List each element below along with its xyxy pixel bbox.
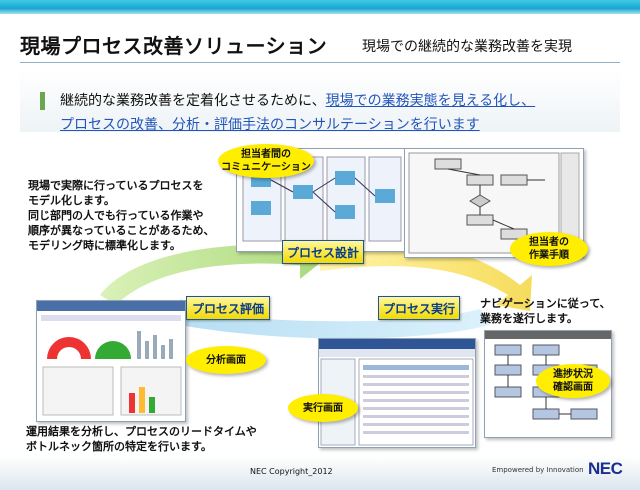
evaluation-description: 運用結果を分析し、プロセスのリードタイムや ボトルネック箇所の特定を行います。 [26, 424, 257, 454]
design-description-line: 現場で実際に行っているプロセスを [28, 179, 204, 192]
copyright-text: NEC Copyright_2012 [250, 467, 333, 476]
page-subtitle: 現場での継続的な業務改善を実現 [362, 39, 572, 55]
title-divider [20, 62, 620, 63]
worker-procedure-callout: 担当者の作業手順 [510, 232, 588, 266]
execution-screenshot [318, 338, 476, 448]
phase-process-execution: プロセス実行 [378, 296, 460, 320]
callout-line: 確認画面 [553, 382, 593, 393]
analysis-screenshot [36, 300, 186, 422]
lead-highlight-2: プロセスの改善、分析・評価手法のコンサルテーションを行います [60, 117, 480, 133]
design-description-line: 同じ部門の人でも行っている作業や [28, 209, 204, 222]
communication-callout: 担当者間のコミュニケーション [218, 144, 314, 178]
callout-line: 進捗状況 [553, 369, 593, 380]
callout-line: 担当者の [529, 237, 569, 248]
design-description: 現場で実際に行っているプロセスを モデル化します。 同じ部門の人でも行っている作… [28, 178, 214, 253]
tagline-text: Empowered by Innovation [492, 466, 584, 474]
lead-line-1: 継続的な業務改善を定着化させるために、現場での業務実態を見える化し、 [60, 90, 535, 110]
execution-description-line: 業務を遂行します。 [480, 312, 578, 325]
page-title: 現場プロセス改善ソリューション [20, 34, 328, 58]
callout-line: コミュニケーション [221, 162, 311, 173]
top-color-band [0, 0, 640, 14]
footer-band [0, 456, 640, 490]
callout-line: 担当者間の [241, 149, 291, 160]
execution-screen-callout: 実行画面 [288, 394, 358, 422]
evaluation-description-line: ボトルネック箇所の特定を行います。 [26, 440, 212, 453]
callout-line: 作業手順 [529, 250, 569, 261]
arrow-design-to-exec [320, 244, 532, 311]
lead-panel [20, 70, 620, 132]
execution-description-line: ナビゲーションに従って、 [480, 297, 611, 310]
design-description-line: モデリング時に標準化します。 [28, 239, 181, 252]
execution-description: ナビゲーションに従って、 業務を遂行します。 [480, 296, 611, 326]
design-description-line: モデル化します。 [28, 194, 115, 207]
lead-marker [40, 92, 45, 110]
design-description-line: 順序が異なっていることがあるため、 [28, 224, 215, 237]
nec-logo: NEC [588, 459, 623, 478]
lead-plain-text: 継続的な業務改善を定着化させるために、 [60, 93, 326, 109]
phase-process-design: プロセス設計 [282, 240, 364, 264]
arrow-exec-to-eval [140, 299, 490, 339]
phase-process-evaluation: プロセス評価 [186, 296, 270, 320]
analysis-screen-callout: 分析画面 [186, 346, 266, 374]
progress-screen-callout: 進捗状況確認画面 [536, 364, 610, 398]
evaluation-description-line: 運用結果を分析し、プロセスのリードタイムや [26, 425, 257, 438]
lead-highlight-1: 現場での業務実態を見える化し、 [325, 93, 536, 109]
